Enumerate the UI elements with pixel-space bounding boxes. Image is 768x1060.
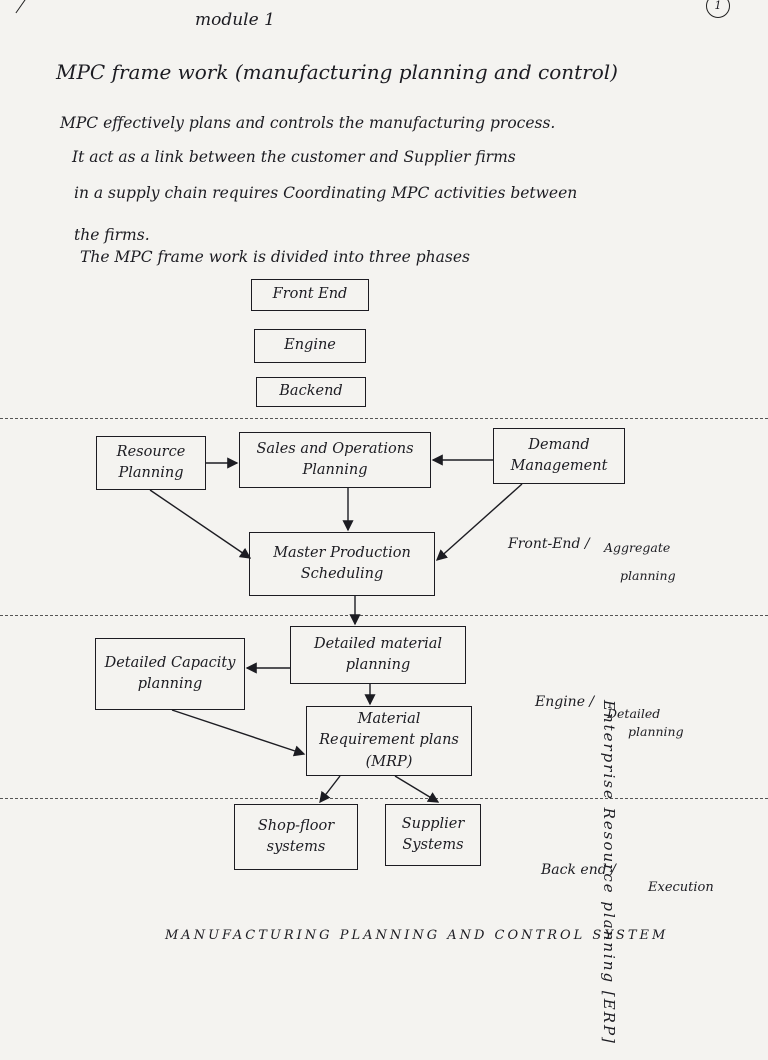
phase-front-end: Front End (251, 279, 369, 311)
arrow-mrp-to-shop (319, 775, 341, 804)
footer-caption: MANUFACTURING PLANNING AND CONTROL SYSTE… (165, 928, 669, 943)
intro-line-2: It act as a link between the customer an… (72, 148, 516, 166)
phase-engine: Engine (254, 329, 366, 363)
node-detailed-capacity-planning: Detailed Capacity planning (95, 638, 245, 710)
label-backend: Back end / (541, 862, 616, 878)
node-sales-operations-planning: Sales and Operations Planning (239, 432, 431, 488)
erp-vertical-label: Enterprise Resource planning [ERP] (600, 700, 618, 1045)
node-mrp: Material Requirement plans (MRP) (306, 706, 472, 776)
intro-line-3: in a supply chain requires Coordinating … (74, 184, 578, 202)
node-detailed-material-planning: Detailed material planning (290, 626, 466, 684)
label-front-end: Front-End / (508, 536, 590, 552)
node-supplier-systems: Supplier Systems (385, 804, 481, 866)
node-master-production-scheduling: Master Production Scheduling (249, 532, 435, 596)
flow-arrows (149, 454, 523, 804)
intro-line-4: the firms. (74, 226, 150, 244)
arrow-dm-to-mps (435, 483, 523, 561)
label-aggregate: Aggregate (604, 540, 671, 555)
label-execution: Execution (648, 880, 714, 895)
module-heading: module 1 (195, 10, 275, 30)
page-title: MPC frame work (manufacturing planning a… (56, 60, 618, 84)
intro-line-1: MPC effectively plans and controls the m… (60, 114, 556, 132)
arrow-rp-to-mps (149, 489, 252, 559)
node-resource-planning: Resource Planning (96, 436, 206, 490)
label-engine: Engine / (535, 694, 595, 710)
arrow-mrp-to-supplier (394, 775, 440, 803)
page-number: 1 (706, 0, 730, 18)
separator-2 (0, 615, 768, 616)
separator-3 (0, 798, 768, 799)
label-aggregate-planning: planning (620, 568, 676, 583)
label-detailed-planning: planning (628, 724, 684, 739)
phase-backend: Backend (256, 377, 366, 407)
intro-line-5: The MPC frame work is divided into three… (80, 248, 470, 266)
arrow-dcp-to-mrp (171, 709, 306, 757)
node-shop-floor-systems: Shop-floor systems (234, 804, 358, 870)
separator-1 (0, 418, 768, 419)
label-detailed: Detailed (607, 706, 661, 721)
node-demand-management: Demand Management (493, 428, 625, 484)
